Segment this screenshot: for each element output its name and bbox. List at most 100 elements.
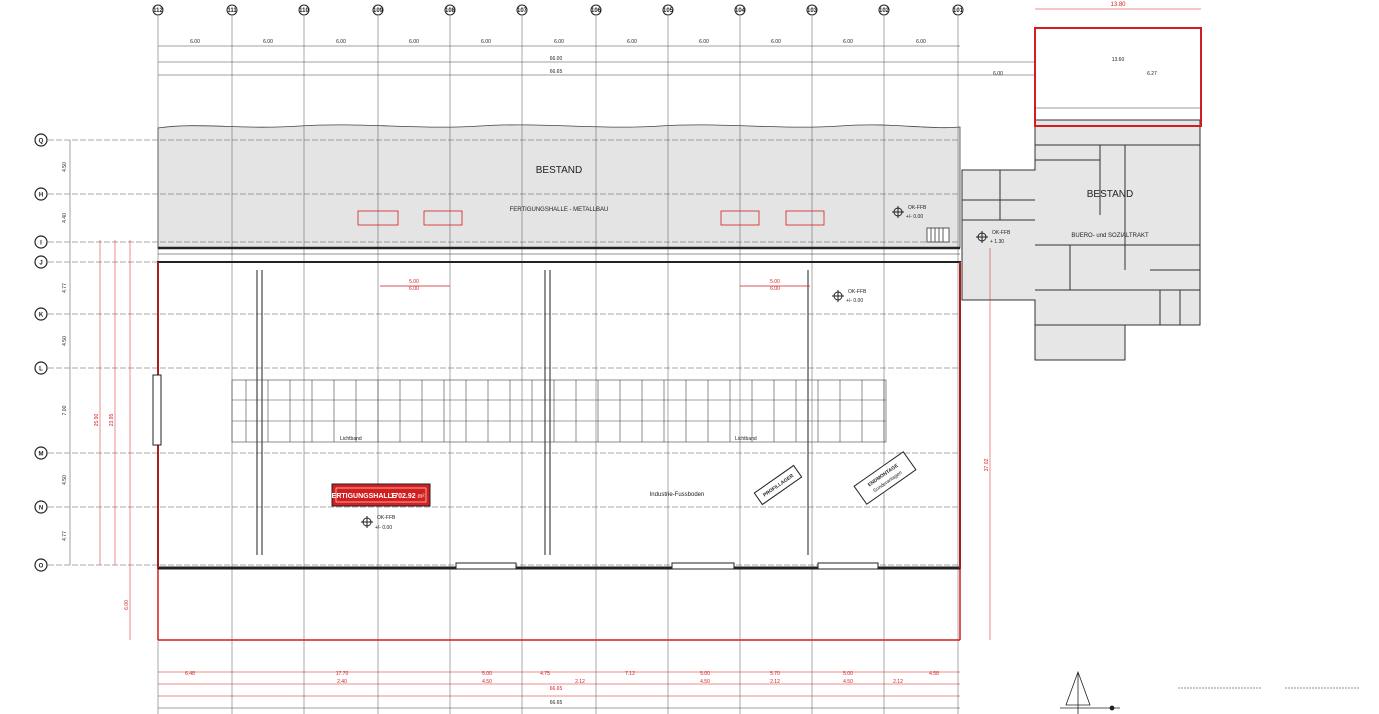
hall-area: 1702.92 [390, 493, 415, 500]
office-width-dim: 13.80 [1110, 2, 1126, 8]
final-assembly-tag: ENDMONTAGE Sonderanlagen [853, 451, 917, 505]
hall-floor: Industrie-Fussboden [650, 492, 705, 498]
office-building-area [961, 119, 1201, 361]
left-dimension-chain [69, 140, 131, 640]
skylight-label-2: Lichtband [735, 436, 757, 442]
bottom-dimension-label: 4.58 [929, 671, 939, 677]
row-axis-bubble [34, 558, 48, 572]
existing-hall-status: BESTAND [536, 165, 583, 176]
level-2-value: +/- 0.00 [846, 298, 863, 304]
row-spacing-label: 4.77 [62, 531, 68, 541]
existing-hall-name: FERTIGUNGSHALLE - METALLBAU [510, 207, 609, 213]
column-axis-label: 108 [445, 8, 456, 14]
level-2-code: OK-FFB [848, 289, 867, 295]
crane-runway [256, 270, 809, 555]
column-axis-label: 111 [227, 8, 237, 14]
hall-area-badge [331, 483, 431, 507]
row-axis-bubble [34, 307, 48, 321]
row-axis-bubble [34, 361, 48, 375]
bottom-dimension-label: 5.70 [770, 671, 780, 677]
level-1-value: +/- 0.00 [906, 214, 923, 220]
vdim-3: 6.00 [124, 600, 130, 610]
column-axis-label: 107 [517, 8, 528, 14]
office-status: BESTAND [1087, 189, 1134, 200]
new-hall-walls [157, 246, 961, 641]
bay-spacing-label: 6.00 [190, 39, 200, 45]
bottom-dimension-label-2: 4.50 [843, 679, 853, 685]
bottom-windows [152, 374, 879, 570]
row-axis-label: H [39, 193, 43, 199]
row-spacing-label: 4.50 [62, 336, 68, 346]
profile-storage-tag: PROFILLAGER [753, 464, 803, 506]
top-total-2: 66.65 [550, 69, 563, 75]
level-mark-3 [361, 516, 373, 528]
column-axis-bubble [444, 4, 456, 16]
column-axis-label: 101 [953, 8, 964, 14]
column-axis-label: 110 [299, 8, 309, 14]
column-axis-label: 105 [663, 8, 674, 14]
level-1-code: OK-FFB [908, 205, 927, 211]
row-axis-bubble [34, 187, 48, 201]
column-axis-label: 106 [591, 8, 602, 14]
bottom-dimension-label: 4.75 [540, 671, 550, 677]
level-4-code: OK-FFB [992, 230, 1011, 236]
bay-spacing-label: 6.00 [481, 39, 491, 45]
bay-spacing-label: 6.00 [699, 39, 709, 45]
skylight-label-1: Lichtband [340, 436, 362, 442]
office-name: BUERO- und SOZIALTRAKT [1071, 233, 1149, 239]
row-axis-label: N [39, 506, 43, 512]
row-axis-bubble [34, 235, 48, 249]
row-spacing-label: 4.50 [62, 475, 68, 485]
annex-dim-2: 6.27 [1147, 71, 1157, 77]
row-axis-bubble [34, 133, 48, 147]
column-axis-label: 112 [153, 8, 163, 14]
row-axis-label: O [39, 564, 44, 570]
skylight-band [231, 379, 887, 443]
level-3-code: OK-FFB [377, 515, 396, 521]
column-axis-label: 109 [373, 8, 384, 14]
bay-spacing-label: 6.00 [409, 39, 419, 45]
column-axis-bubble [806, 4, 818, 16]
opening-dim-2: 6.00 [409, 286, 419, 292]
bottom-dimension-label-2: 2.40 [337, 679, 347, 685]
bottom-dimension-label-2: 2.12 [575, 679, 585, 685]
row-axis-label: Q [39, 139, 44, 145]
column-axis-bubble [372, 4, 384, 16]
annex-dim-1: 13.60 [1112, 57, 1125, 63]
row-spacing-label: 7.00 [62, 405, 68, 415]
row-axis-bubble [34, 255, 48, 269]
vdim-1: 25.90 [94, 414, 100, 427]
row-spacing-label: 4.40 [62, 213, 68, 223]
row-axis-label: J [39, 261, 42, 267]
level-3-value: +/- 0.00 [375, 525, 392, 531]
row-spacing-label: 4.77 [62, 283, 68, 293]
column-axis-label: 104 [735, 8, 746, 14]
bottom-dimension-label-2: 4.50 [700, 679, 710, 685]
row-axis-label: L [39, 367, 43, 373]
bottom-dimension-label-2: 2.12 [770, 679, 780, 685]
column-axis-bubble [878, 4, 890, 16]
column-axis-bubble [226, 4, 238, 16]
bottom-dimension-label: 7.12 [625, 671, 635, 677]
north-arrow [1060, 670, 1120, 714]
row-spacing-label: 4.50 [62, 162, 68, 172]
stair [926, 227, 950, 243]
hall-area-unit: m² [418, 494, 425, 500]
bottom-dimension-label: 5.00 [843, 671, 853, 677]
vdim-4: 37.02 [984, 459, 990, 472]
level-4-value: + 1.30 [990, 239, 1004, 245]
existing-hall-area [157, 124, 961, 249]
bottom-dimension-label-2: 4.50 [482, 679, 492, 685]
bottom-dimension-label: 6.48 [185, 671, 195, 677]
bay-spacing-label: 6.00 [263, 39, 273, 45]
bay-spacing-label: 6.00 [916, 39, 926, 45]
row-axis-label: I [40, 241, 42, 247]
row-axis-label: M [39, 452, 44, 458]
row-axis-bubble [34, 500, 48, 514]
row-axis-bubble [34, 446, 48, 460]
bottom-dimension-label: 5.00 [482, 671, 492, 677]
